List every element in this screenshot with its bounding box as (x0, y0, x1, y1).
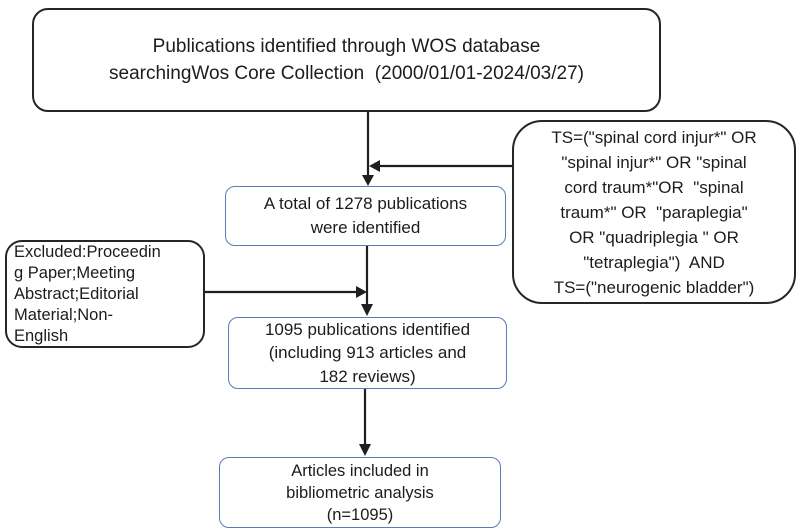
excluded-box-line: Abstract;Editorial (14, 284, 139, 303)
excluded-box: Excluded:Proceedin g Paper;Meeting Abstr… (5, 240, 205, 348)
included-box: Articles included in bibliometric analys… (219, 457, 501, 528)
included-box-line: (n=1095) (326, 505, 394, 524)
arrow-screened-to-included (359, 389, 371, 456)
source-box-line: Publications identified through WOS data… (152, 36, 541, 57)
arrowhead-down-icon (359, 444, 371, 456)
query-box-line: cord traum*"OR "spinal (564, 177, 744, 197)
screened-box: 1095 publications identified (including … (228, 317, 507, 389)
included-box-line: bibliometric analysis (286, 483, 434, 502)
screened-box-line: (including 913 articles and (268, 343, 467, 363)
arrowhead-down-icon (361, 304, 373, 316)
identified-box-line: A total of 1278 publications (263, 194, 468, 213)
source-box-line: searchingWos Core Collection (2000/01/01… (109, 63, 584, 84)
arrowhead-right-icon (356, 286, 367, 298)
arrow-identified-to-screened (361, 246, 373, 316)
query-box-line: OR "quadriplegia " OR (569, 227, 739, 247)
arrowhead-left-icon (369, 160, 380, 172)
identified-box-line: were identified (310, 218, 421, 237)
query-box-line: traum*" OR "paraplegia" (560, 202, 748, 222)
query-box-line: TS=("spinal cord injur*" OR (551, 127, 757, 147)
source-box: Publications identified through WOS data… (32, 8, 661, 112)
query-box-line: "tetraplegia") AND (583, 252, 725, 272)
included-box-line: Articles included in (291, 461, 429, 480)
identified-box: A total of 1278 publications were identi… (225, 186, 506, 246)
search-query-box: TS=("spinal cord injur*" OR "spinal inju… (512, 120, 796, 304)
query-box-line: "spinal injur*" OR "spinal (561, 152, 747, 172)
query-box-line: TS=("neurogenic bladder") (553, 277, 755, 297)
excluded-box-line: English (14, 326, 69, 345)
arrow-query-to-flow (369, 160, 513, 172)
excluded-box-line: Material;Non- (14, 305, 114, 324)
screened-box-line: 182 reviews) (319, 366, 416, 386)
excluded-box-line: g Paper;Meeting (14, 263, 136, 282)
arrow-source-to-identified (362, 112, 374, 186)
screened-box-line: 1095 publications identified (264, 319, 471, 339)
arrowhead-down-icon (362, 175, 374, 186)
arrow-excluded-to-flow (205, 286, 367, 298)
excluded-box-line: Excluded:Proceedin (14, 242, 161, 261)
